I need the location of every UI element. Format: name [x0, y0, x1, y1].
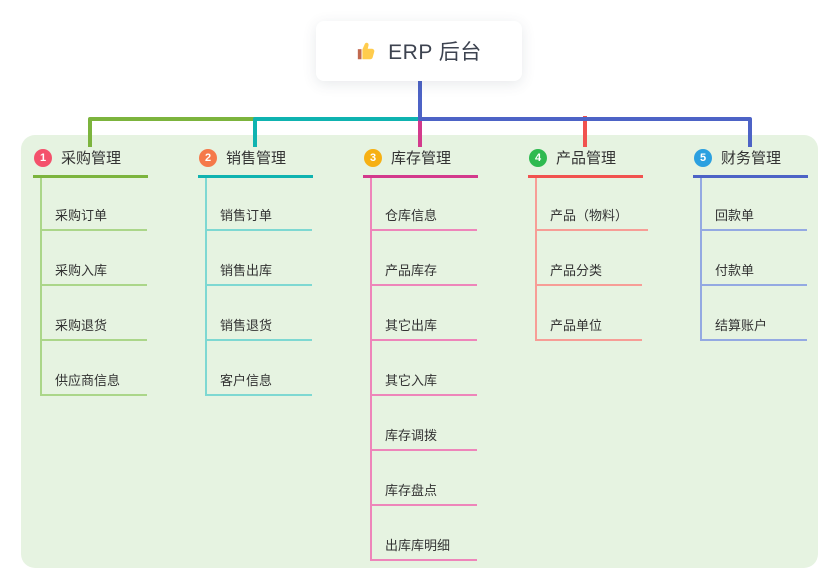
child-item[interactable]: 其它出库: [372, 286, 477, 341]
child-item[interactable]: 库存调拨: [372, 396, 477, 451]
child-item[interactable]: 产品库存: [372, 231, 477, 286]
branch-header[interactable]: 3 库存管理: [363, 147, 478, 178]
child-item[interactable]: 产品（物料）: [537, 178, 649, 231]
child-item[interactable]: 仓库信息: [372, 178, 477, 231]
child-item[interactable]: 采购订单: [42, 178, 147, 231]
child-item[interactable]: 采购退货: [42, 286, 147, 341]
branch-children: 销售订单销售出库销售退货客户信息: [205, 178, 313, 396]
branch-3: 3 库存管理仓库信息产品库存其它出库其它入库库存调拨库存盘点出库库明细: [363, 147, 478, 561]
branch-5: 5 财务管理回款单付款单结算账户: [693, 147, 808, 341]
child-item[interactable]: 供应商信息: [42, 341, 147, 396]
branch-number-badge: 2: [199, 148, 217, 167]
branch-header[interactable]: 2 销售管理: [198, 147, 313, 178]
child-item[interactable]: 销售退货: [207, 286, 312, 341]
branch-children: 仓库信息产品库存其它出库其它入库库存调拨库存盘点出库库明细: [370, 178, 478, 561]
root-title: ERP 后台: [388, 41, 482, 64]
branch-header[interactable]: 1 采购管理: [33, 147, 148, 178]
child-item[interactable]: 销售出库: [207, 231, 312, 286]
branch-label: 财务管理: [721, 150, 782, 167]
branch-number-badge: 4: [529, 148, 547, 167]
root-node[interactable]: ERP 后台: [316, 21, 522, 81]
child-item[interactable]: 销售订单: [207, 178, 312, 231]
branch-label: 采购管理: [61, 150, 122, 167]
child-item[interactable]: 其它入库: [372, 341, 477, 396]
child-item[interactable]: 结算账户: [702, 286, 807, 341]
child-item[interactable]: 库存盘点: [372, 451, 477, 506]
branch-children: 回款单付款单结算账户: [700, 178, 808, 341]
branch-header[interactable]: 5 财务管理: [693, 147, 808, 178]
child-item[interactable]: 产品单位: [537, 286, 642, 341]
branch-header[interactable]: 4 产品管理: [528, 147, 643, 178]
thumbs-up-icon: [356, 40, 378, 62]
branch-children: 采购订单采购入库采购退货供应商信息: [40, 178, 148, 396]
branch-number-badge: 3: [364, 148, 382, 167]
branch-number-badge: 5: [694, 148, 712, 167]
branches-panel: [21, 135, 818, 568]
child-item[interactable]: 客户信息: [207, 341, 312, 396]
branch-1: 1 采购管理采购订单采购入库采购退货供应商信息: [33, 147, 148, 396]
branch-2: 2 销售管理销售订单销售出库销售退货客户信息: [198, 147, 313, 396]
branch-label: 库存管理: [391, 150, 452, 167]
branch-label: 销售管理: [226, 150, 287, 167]
child-item[interactable]: 回款单: [702, 178, 807, 231]
child-item[interactable]: 产品分类: [537, 231, 642, 286]
branch-children: 产品（物料）产品分类产品单位: [535, 178, 649, 341]
branch-label: 产品管理: [556, 150, 617, 167]
child-item[interactable]: 采购入库: [42, 231, 147, 286]
child-item[interactable]: 出库库明细: [372, 506, 477, 561]
child-item[interactable]: 付款单: [702, 231, 807, 286]
branch-number-badge: 1: [34, 148, 52, 167]
branch-4: 4 产品管理产品（物料）产品分类产品单位: [528, 147, 649, 341]
